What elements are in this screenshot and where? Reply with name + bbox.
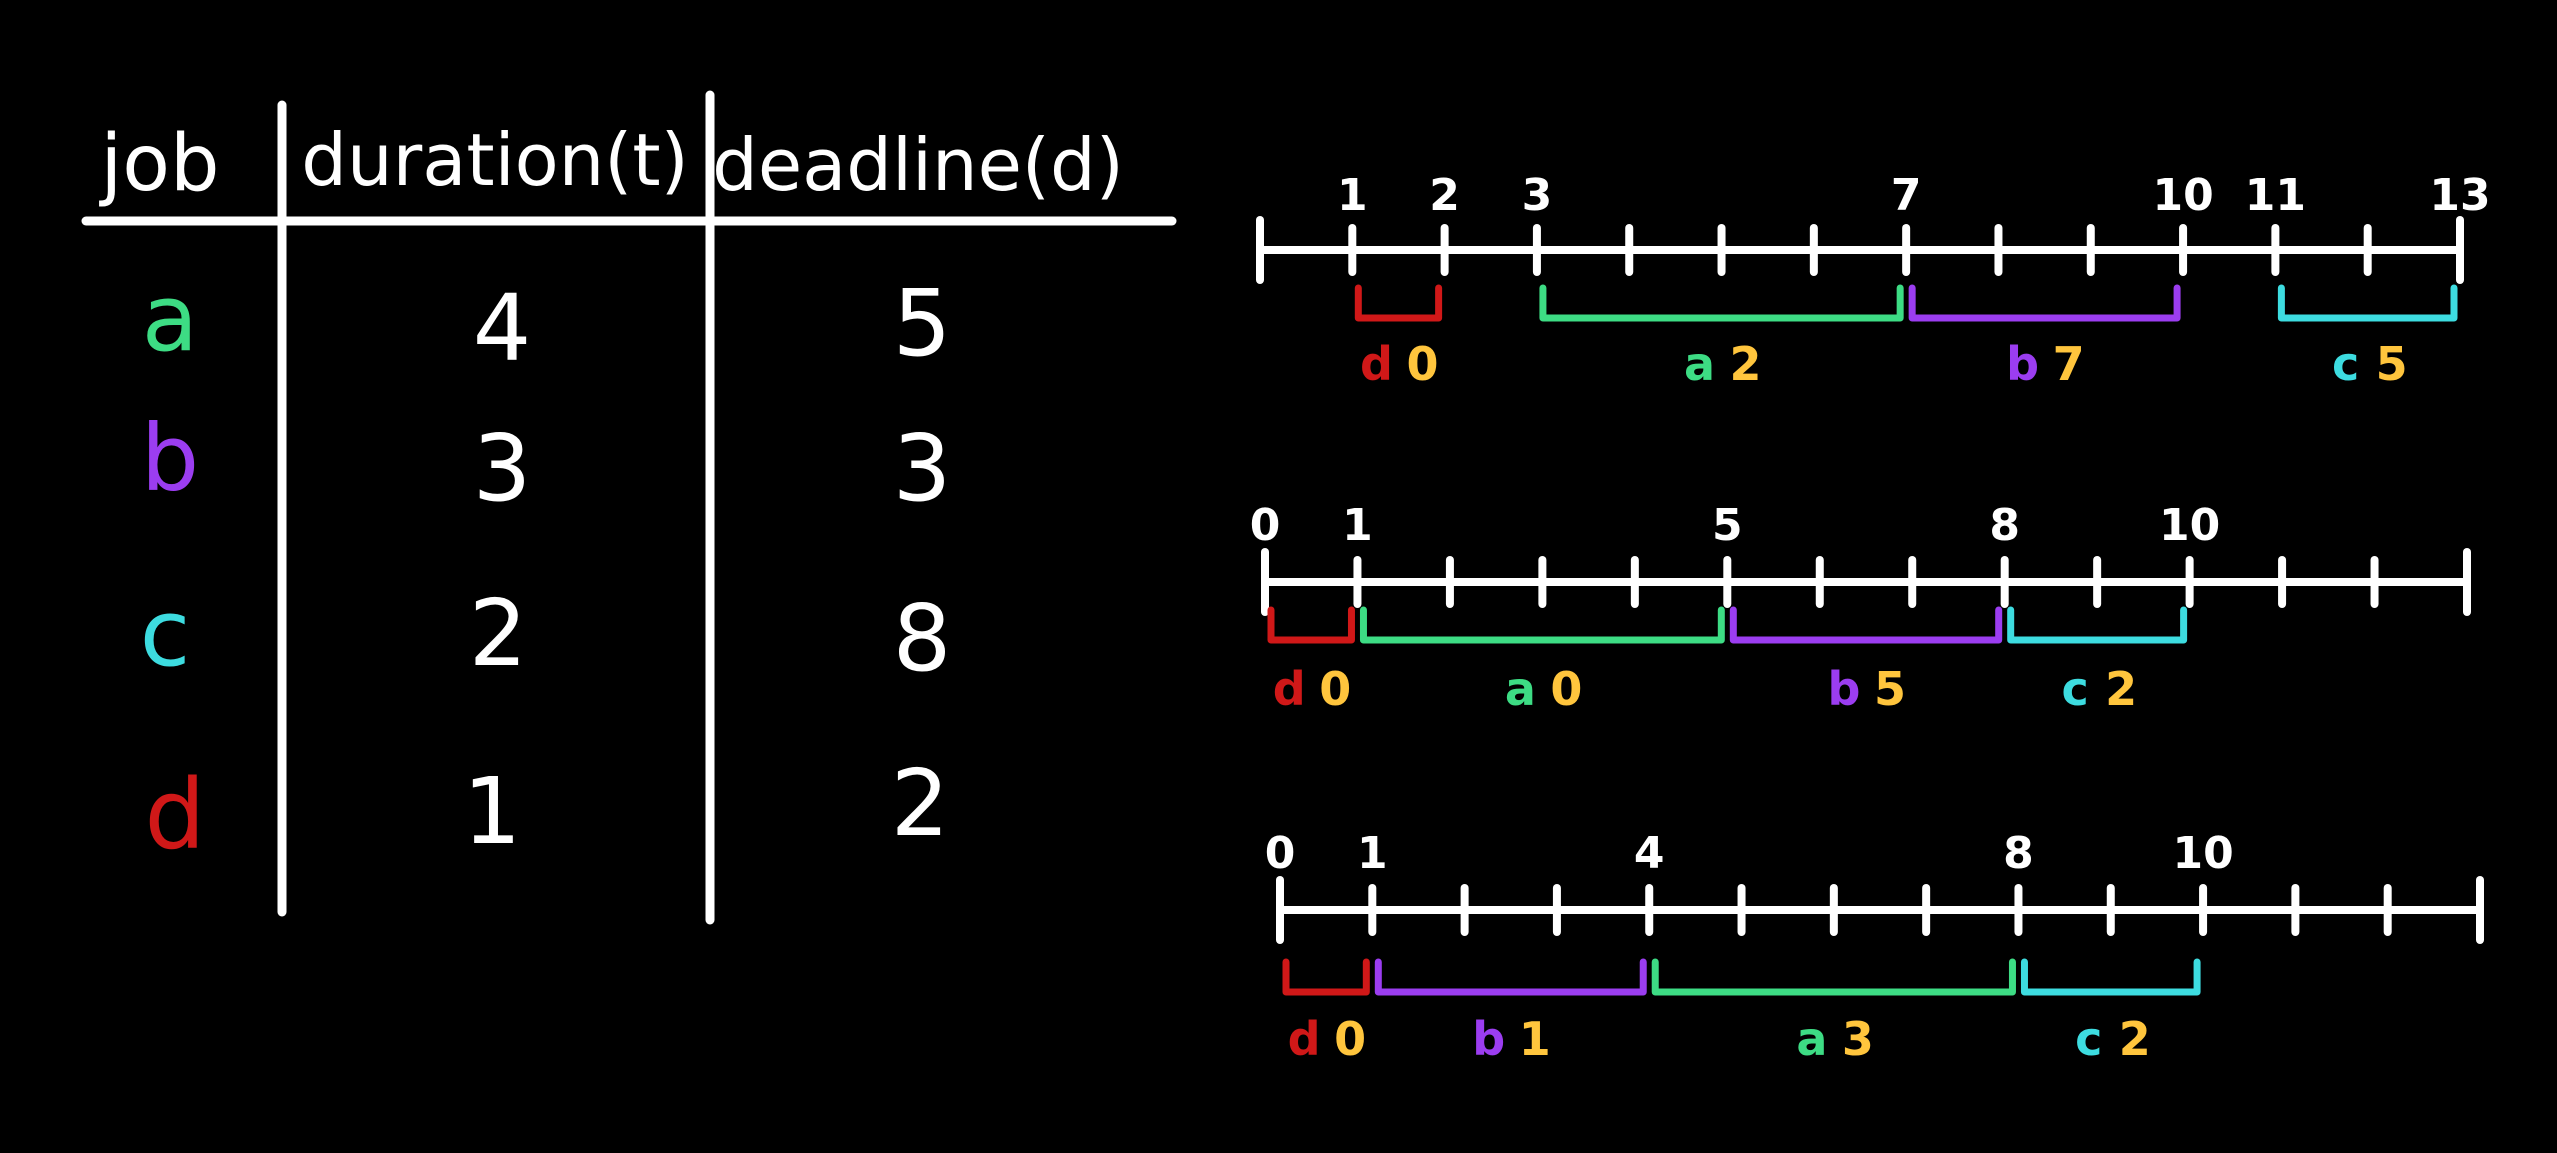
- tick-label: 13: [2429, 170, 2490, 221]
- tick-label: 10: [2159, 500, 2220, 551]
- segment-c: [2277, 284, 2458, 322]
- tick-label: 10: [2152, 170, 2213, 221]
- segment-a: [1539, 284, 1904, 322]
- segment-label-a: a: [1684, 337, 1715, 391]
- tick-label: 2: [1429, 170, 1460, 221]
- segment-c: [2007, 606, 2188, 644]
- segment-c: [2020, 958, 2201, 996]
- lateness-b: 7: [2053, 337, 2085, 391]
- segment-label-d: d: [1360, 337, 1393, 391]
- tick-label: 7: [1891, 170, 1922, 221]
- duration-cell-d: 1: [463, 758, 522, 865]
- segment-label-b: b: [1472, 1012, 1505, 1066]
- segment-label-a: a: [1505, 662, 1536, 716]
- lateness-a: 3: [1842, 1012, 1874, 1066]
- segment-d: [1282, 958, 1370, 996]
- lateness-b: 1: [1519, 1012, 1551, 1066]
- duration-cell-a: 4: [473, 275, 532, 382]
- header-job: job: [99, 119, 220, 209]
- tick-label: 8: [2003, 828, 2034, 879]
- lateness-c: 5: [2376, 337, 2408, 391]
- tick-label: 1: [1357, 828, 1388, 879]
- segment-label-c: c: [2332, 337, 2359, 391]
- header-deadline: deadline(d): [712, 123, 1124, 207]
- job-cell-d: d: [145, 759, 206, 871]
- deadline-cell-a: 5: [893, 270, 952, 377]
- lateness-a: 2: [1730, 337, 1762, 391]
- segment-d: [1354, 284, 1443, 322]
- segment-label-a: a: [1796, 1012, 1827, 1066]
- lateness-c: 2: [2119, 1012, 2151, 1066]
- tick-label: 1: [1337, 170, 1368, 221]
- tick-label: 1: [1342, 500, 1373, 551]
- lateness-b: 5: [1874, 662, 1906, 716]
- job-cell-b: b: [141, 405, 199, 512]
- tick-label: 0: [1250, 500, 1281, 551]
- duration-cell-b: 3: [473, 415, 532, 522]
- segment-label-b: b: [1828, 662, 1861, 716]
- segment-label-d: d: [1288, 1012, 1321, 1066]
- tick-label: 3: [1522, 170, 1553, 221]
- tick-label: 11: [2245, 170, 2306, 221]
- job-cell-c: c: [140, 580, 191, 687]
- tick-label: 5: [1712, 500, 1743, 551]
- segment-b: [1729, 606, 2003, 644]
- segment-a: [1651, 958, 2016, 996]
- deadline-cell-d: 2: [891, 750, 950, 857]
- job-cell-a: a: [142, 265, 198, 372]
- header-duration: duration(t): [301, 118, 688, 202]
- lateness-d: 0: [1334, 1012, 1366, 1066]
- segment-label-c: c: [2062, 662, 2089, 716]
- segment-b: [1908, 284, 2181, 322]
- tick-label: 4: [1634, 828, 1665, 879]
- lateness-d: 0: [1406, 337, 1438, 391]
- segment-b: [1374, 958, 1647, 996]
- deadline-cell-b: 3: [893, 415, 952, 522]
- lateness-c: 2: [2105, 662, 2137, 716]
- tick-label: 10: [2172, 828, 2233, 879]
- job-table: job duration(t) deadline(d) a 4 5 b 3 3 …: [81, 90, 1177, 925]
- lateness-d: 0: [1319, 662, 1351, 716]
- segment-a: [1359, 606, 1725, 644]
- tick-label: 0: [1265, 828, 1296, 879]
- segment-label-c: c: [2075, 1012, 2102, 1066]
- segment-d: [1267, 606, 1355, 644]
- segment-label-b: b: [2006, 337, 2039, 391]
- duration-cell-c: 2: [469, 580, 528, 687]
- deadline-cell-c: 8: [893, 585, 952, 692]
- lateness-a: 0: [1550, 662, 1582, 716]
- tick-label: 8: [1989, 500, 2020, 551]
- segment-label-d: d: [1273, 662, 1306, 716]
